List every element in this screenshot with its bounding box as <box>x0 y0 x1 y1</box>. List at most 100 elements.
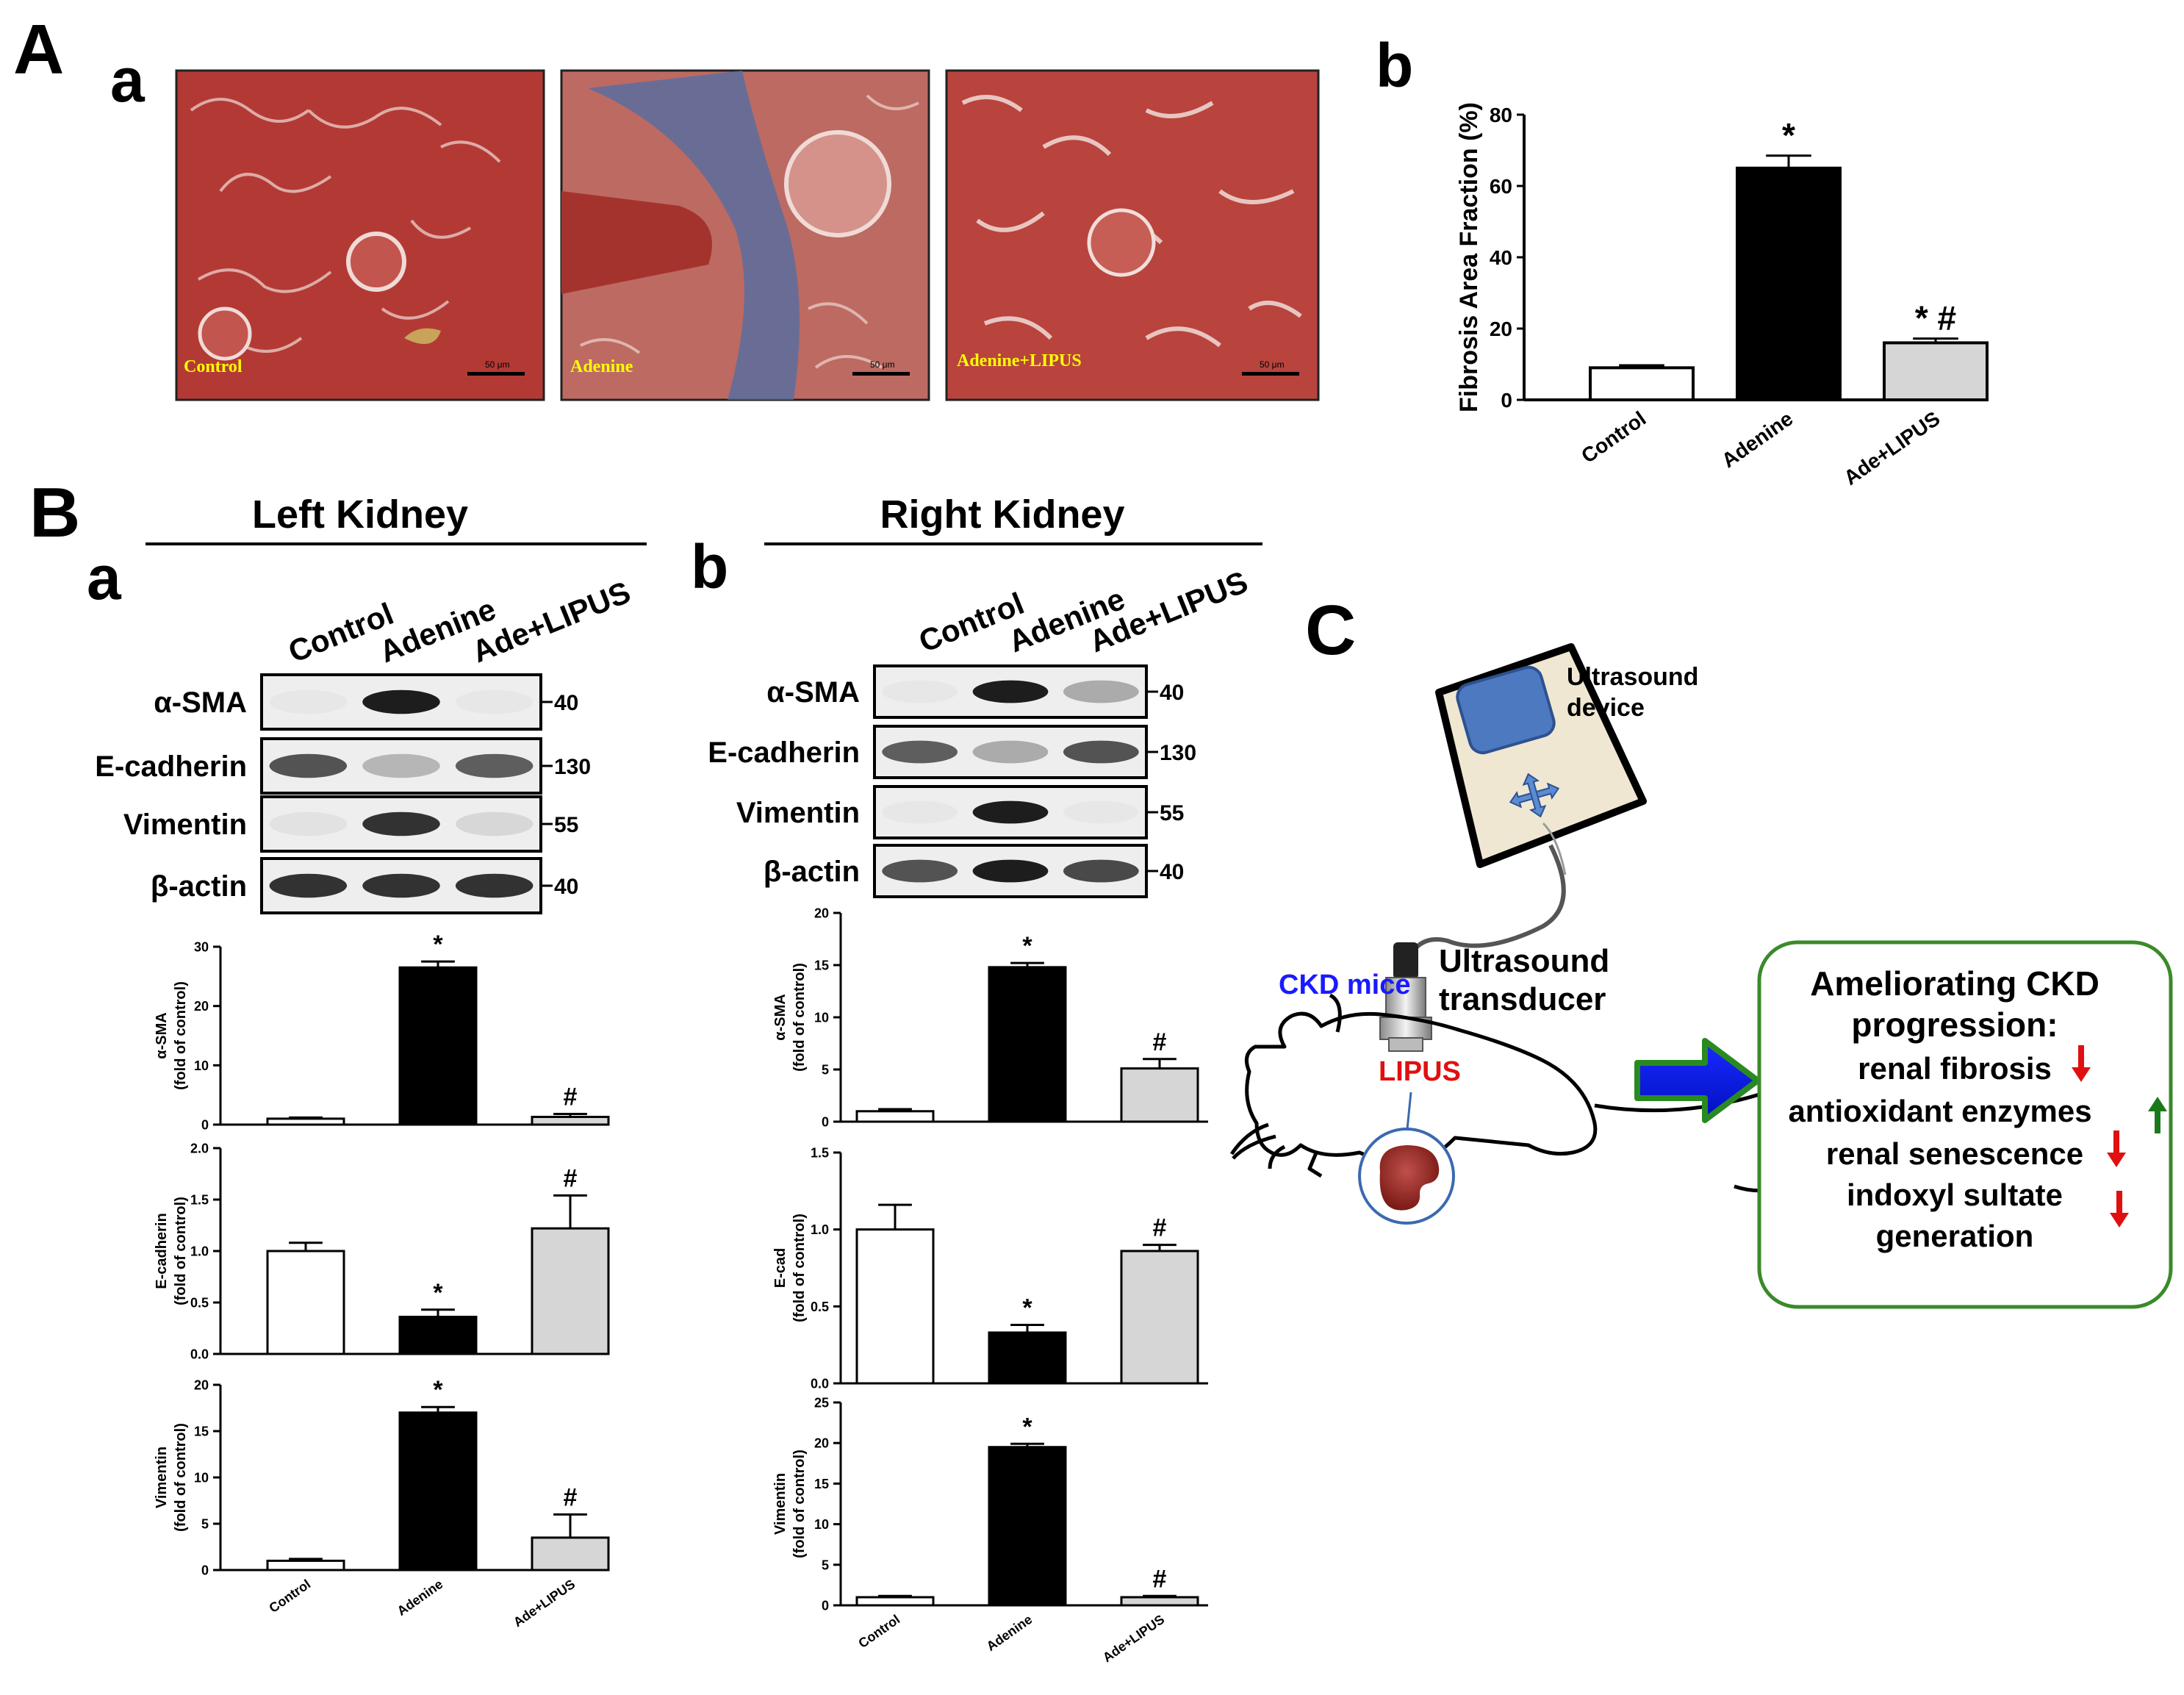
blot-row-label: α-SMA <box>766 676 860 709</box>
lane-label: Control <box>284 596 398 670</box>
y-tick-label: 10 <box>194 1470 209 1485</box>
blot-band <box>362 873 440 898</box>
y-tick-label: 20 <box>1490 318 1512 340</box>
y-tick-label: 0 <box>822 1114 829 1129</box>
outcome-heading-1: Ameliorating CKD <box>1810 964 2099 1003</box>
y-tick-label: 5 <box>822 1558 829 1572</box>
y-axis-label: α-SMA <box>154 1012 170 1058</box>
x-tick-label: Ade+LIPUS <box>1100 1612 1167 1665</box>
y-tick-label: 1.5 <box>190 1192 209 1207</box>
significance-mark: * <box>1022 1294 1032 1322</box>
blot-band <box>882 681 958 703</box>
down-arrow-icon <box>2107 1130 2126 1167</box>
bar-control <box>266 1559 345 1572</box>
blot-row-label: β-actin <box>151 870 247 903</box>
mw-label: 40 <box>554 691 578 715</box>
bar-adenine <box>398 1316 478 1355</box>
y-axis-label: E-cadherin <box>154 1213 170 1289</box>
y-tick-label: 20 <box>194 999 209 1014</box>
y-tick-label: 1.5 <box>811 1145 829 1160</box>
y-axis-label-unit: (fold of control) <box>173 1423 189 1532</box>
bar-control <box>855 1228 935 1385</box>
blot-band <box>972 800 1049 824</box>
bar-adenine <box>398 966 478 1126</box>
significance-mark: # <box>564 1483 578 1511</box>
ultrasound-device-icon <box>1435 643 1647 868</box>
blot-row-label: E-cadherin <box>708 737 860 769</box>
x-tick-label: Adenine <box>1717 407 1797 473</box>
bar-ade-lipus <box>1120 1067 1199 1123</box>
mouse-icon <box>1229 993 1844 1193</box>
blot-band <box>1063 859 1139 883</box>
micrograph-adenine-lipus-label: Adenine+LIPUS <box>957 351 1082 370</box>
y-axis-label: Vimentin <box>772 1473 789 1535</box>
blot-band <box>1063 680 1139 703</box>
schematic: Ultrasound device Ultrasound transducer … <box>1229 643 2173 1309</box>
bar-adenine <box>398 1411 478 1572</box>
blot-row-label: Vimentin <box>736 797 860 829</box>
ultrasound-transducer-icon <box>1379 942 1432 1052</box>
y-tick-label: 5 <box>201 1516 209 1531</box>
x-tick-label: Adenine <box>395 1577 446 1619</box>
y-tick-label: 2.0 <box>190 1141 209 1155</box>
chart-right-ecad: 0.00.51.01.5*#E-cad(fold of control) <box>772 1145 1208 1391</box>
bar-ade-lipus <box>531 1116 610 1126</box>
y-tick-label: 20 <box>814 906 829 920</box>
blot-band <box>456 690 534 714</box>
down-arrow-icon <box>2072 1045 2091 1082</box>
y-tick-label: 30 <box>194 939 209 954</box>
micrograph-adenine: Adenine 50 μm <box>560 69 930 401</box>
blot-band <box>269 811 348 836</box>
blot-band <box>882 801 958 824</box>
y-tick-label: 20 <box>194 1377 209 1392</box>
y-axis-label-unit: (fold of control) <box>791 963 808 1072</box>
significance-mark: * <box>433 1279 443 1307</box>
bar-control <box>266 1117 345 1126</box>
bar-ade-lipus <box>531 1227 610 1355</box>
panel-letter-C: C <box>1305 591 1356 670</box>
significance-mark: # <box>564 1083 578 1111</box>
ultrasound-transducer-label-2: transducer <box>1439 981 1606 1017</box>
blot-band <box>269 753 348 778</box>
mw-label: 130 <box>554 755 591 779</box>
bar-ade-lipus <box>1120 1250 1199 1385</box>
outcome-renal-senescence: renal senescence <box>1826 1136 2083 1171</box>
panel-letter-B: B <box>29 473 80 552</box>
mw-label: 130 <box>1160 741 1196 765</box>
right-kidney-title: Right Kidney <box>880 492 1125 537</box>
y-tick-label: 0 <box>1501 389 1512 412</box>
chart-left-ecadherin: 0.00.51.01.52.0*#E-cadherin(fold of cont… <box>154 1141 610 1361</box>
blot-band <box>455 811 534 836</box>
x-tick-label: Control <box>855 1612 902 1651</box>
bar-control <box>855 1596 935 1607</box>
outcome-antioxidant: antioxidant enzymes <box>1788 1094 2091 1128</box>
ultrasound-transducer-label-1: Ultrasound <box>1439 943 1609 979</box>
outcome-generation: generation <box>1876 1219 2034 1253</box>
y-tick-label: 60 <box>1490 175 1512 198</box>
significance-mark: * <box>1022 932 1032 960</box>
x-tick-label: Control <box>266 1577 313 1616</box>
significance-mark: # <box>1153 1028 1167 1056</box>
y-tick-label: 0.5 <box>811 1300 829 1314</box>
blot-strip <box>260 673 542 731</box>
significance-mark: # <box>1153 1214 1167 1242</box>
bar-adenine <box>988 1446 1067 1607</box>
chart-right-vimentin: 0510152025Control*Adenine#Ade+LIPUSVimen… <box>772 1395 1208 1665</box>
y-tick-label: 0 <box>201 1117 209 1132</box>
x-tick-label: Ade+LIPUS <box>511 1577 578 1630</box>
blot-row-label: α-SMA <box>154 687 247 719</box>
y-tick-label: 0.0 <box>811 1376 829 1391</box>
y-axis-label: α-SMA <box>772 994 789 1040</box>
blot-row-label: E-cadherin <box>95 750 247 783</box>
y-tick-label: 10 <box>814 1517 829 1532</box>
y-tick-label: 80 <box>1490 104 1512 126</box>
ultrasound-device-label-1: Ultrasound <box>1567 663 1698 691</box>
y-axis-label-unit: (fold of control) <box>791 1214 808 1322</box>
result-arrow-icon <box>1634 1038 1761 1123</box>
y-tick-label: 0.5 <box>190 1295 209 1310</box>
significance-mark: * <box>433 1376 443 1404</box>
micrograph-control-scale: 50 μm <box>485 359 510 370</box>
